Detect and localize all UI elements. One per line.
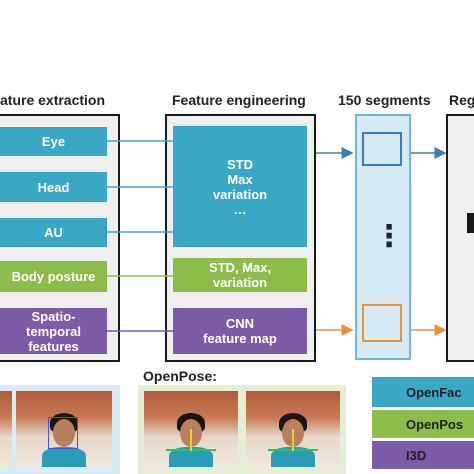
thumbnail-photo — [246, 391, 340, 467]
header-segments: 150 segments — [338, 92, 431, 108]
face-landmark-box — [48, 417, 78, 449]
pose-skeleton-line — [190, 429, 192, 451]
engineering-box-std-max: STD Max variation … — [173, 126, 307, 247]
thumbnail-photo — [144, 391, 238, 467]
header-feature-engineering: Feature engineering — [172, 92, 306, 108]
extraction-box-eye: Eye — [0, 127, 107, 156]
openpose-thumbnails — [138, 385, 346, 474]
extraction-box-spatio-temporal: Spatio- temporal features — [0, 308, 107, 354]
thumbnail-photo — [0, 391, 12, 467]
thumbnail-photo — [16, 391, 112, 467]
pose-skeleton-line — [292, 429, 294, 451]
openpose-label: OpenPose: — [143, 368, 217, 384]
legend-i3d: I3D — [372, 441, 474, 469]
legend-openpose: OpenPos — [372, 410, 474, 438]
openface-thumbnails — [0, 385, 120, 474]
segment-top — [362, 132, 402, 166]
engineering-box-cnn-feature-map: CNN feature map — [173, 308, 307, 354]
header-feature-extraction: ature extraction — [0, 92, 106, 108]
header-right-cut: Reg — [449, 92, 474, 108]
extraction-box-head: Head — [0, 172, 107, 202]
segment-bottom — [362, 304, 402, 342]
engineering-box-std-max-variation: STD, Max, variation — [173, 258, 307, 292]
segment-ellipsis: ⋮ — [374, 220, 404, 253]
extraction-box-au: AU — [0, 218, 107, 247]
extraction-box-body-posture: Body posture — [0, 261, 107, 292]
regression-panel-partial — [446, 114, 474, 362]
regression-panel-mark — [467, 213, 474, 233]
legend-openface: OpenFac — [372, 377, 474, 407]
